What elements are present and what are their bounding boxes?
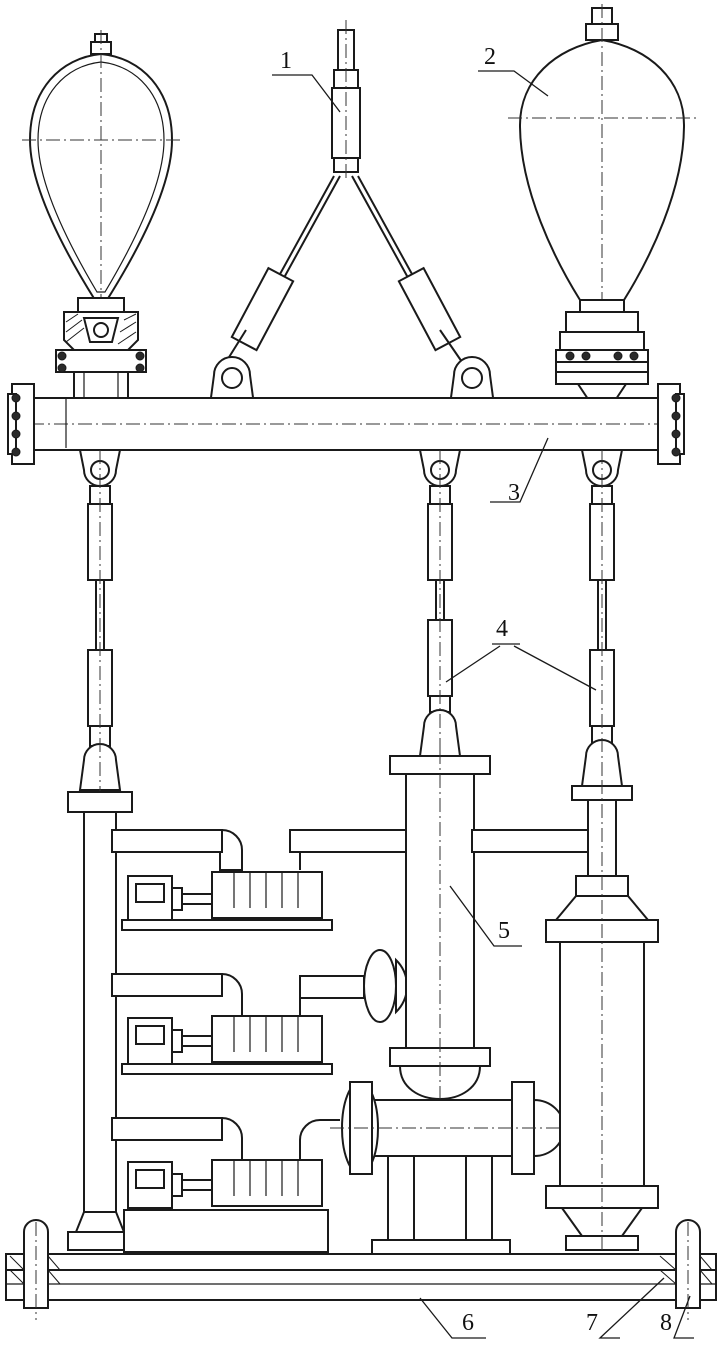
pump-unit-bottom xyxy=(112,1118,340,1252)
callout-6: 6 xyxy=(420,1298,486,1338)
callout-2: 2 xyxy=(478,44,548,96)
hanger-rods xyxy=(80,450,622,800)
left-accumulator xyxy=(22,30,180,420)
callout-label: 5 xyxy=(498,918,510,944)
lifting-sling xyxy=(210,20,494,405)
pump-unit-top xyxy=(112,830,410,930)
left-header-pipe xyxy=(68,792,132,1250)
pump-unit-middle xyxy=(112,950,407,1074)
callout-label: 7 xyxy=(586,1310,598,1336)
callout-label: 6 xyxy=(462,1310,474,1336)
callout-label: 8 xyxy=(660,1310,672,1336)
right-accumulator xyxy=(508,4,696,430)
callout-label: 1 xyxy=(280,48,292,74)
callout-4: 4 xyxy=(446,616,596,690)
callout-1: 1 xyxy=(272,48,340,112)
horizontal-barrel xyxy=(330,1082,580,1258)
callout-label: 4 xyxy=(496,616,508,642)
callout-label: 2 xyxy=(484,44,496,70)
